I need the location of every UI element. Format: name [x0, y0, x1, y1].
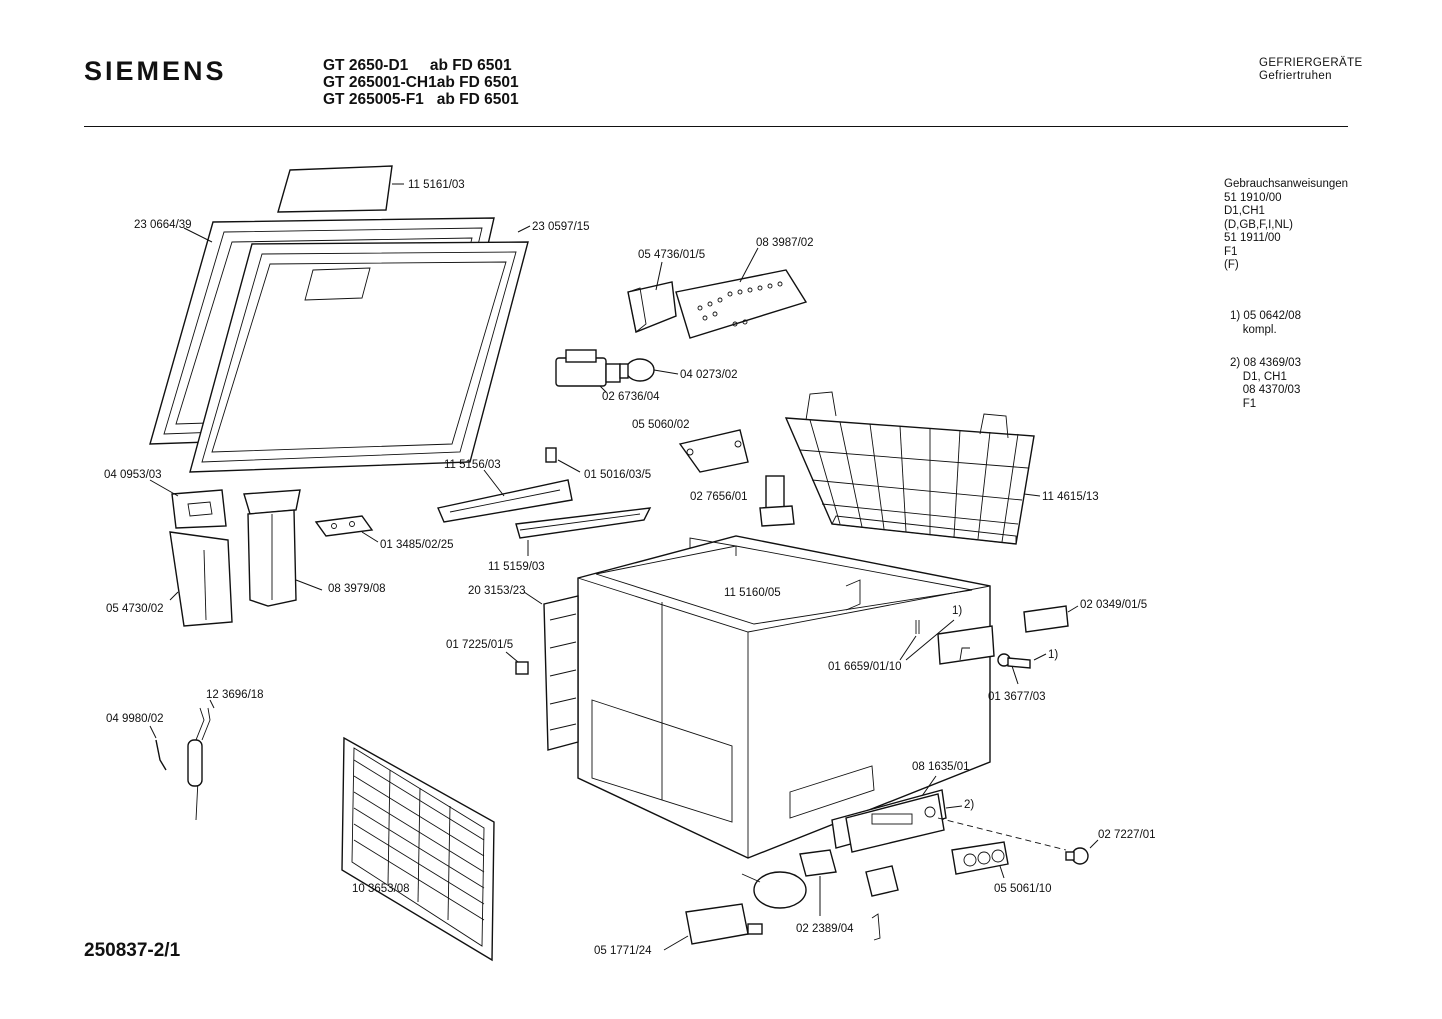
wire-basket [784, 391, 1035, 545]
note-line: 51 1911/00 [1224, 232, 1281, 244]
callout-2: 2) [964, 799, 974, 811]
lamp-bulb [619, 358, 655, 382]
model-line: GT 265001-CH1ab FD 6501 [323, 74, 519, 91]
note-line: 1) 05 0642/08 [1230, 310, 1301, 322]
rubber-sleeve [155, 739, 167, 771]
lid-handle [515, 507, 652, 539]
part-label: 23 0664/39 [134, 219, 192, 231]
small-clip [545, 447, 557, 463]
note-line: kompl. [1230, 323, 1277, 336]
note-line: 08 4370/03 [1230, 384, 1301, 396]
part-label: 11 5160/05 [724, 587, 781, 599]
lock-plate [937, 625, 995, 665]
drain-clip [515, 661, 529, 675]
cable-connector [799, 849, 899, 941]
part-label: 05 5060/02 [632, 419, 690, 431]
control-panel-board [675, 269, 808, 339]
part-label: 10 3653/08 [352, 883, 410, 895]
part-label: 01 3485/02/25 [380, 539, 454, 551]
thermostat-knob [1065, 847, 1089, 865]
part-label: 02 7227/01 [1098, 829, 1156, 841]
part-label: 20 3153/23 [468, 585, 526, 597]
part-label: 05 1771/24 [594, 945, 652, 957]
part-label: 11 5161/03 [408, 179, 465, 191]
freezer-cabinet [577, 535, 991, 859]
note-line: 51 1910/00 [1224, 191, 1282, 204]
hinge-cover-lower [169, 531, 233, 627]
hinge-assembly [243, 489, 301, 607]
part-label: 04 0953/03 [104, 469, 162, 481]
part-label: 05 5061/10 [994, 883, 1052, 895]
model-line: GT 265005-F1 ab FD 6501 [323, 91, 519, 108]
part-label: 01 7225/01/5 [446, 639, 513, 651]
part-label: 05 4736/01/5 [638, 249, 705, 261]
manuals-note: Gebrauchsanweisungen 51 1910/00 D1,CH1 (… [1224, 178, 1348, 273]
note-line: D1,CH1 [1224, 205, 1265, 217]
lamp-socket [555, 349, 621, 387]
lid-glass-plate [277, 165, 393, 213]
note-line: (F) [1224, 259, 1239, 271]
note-line: D1, CH1 [1230, 370, 1287, 383]
note-line: F1 [1230, 397, 1257, 410]
note-line: F1 [1224, 245, 1238, 258]
part-label: 08 3987/02 [756, 237, 814, 249]
note-line: 2) 08 4369/03 [1230, 357, 1301, 369]
part-label: 02 7656/01 [690, 491, 748, 503]
part-label: 02 6736/04 [602, 391, 660, 403]
control-frame [831, 789, 947, 853]
temperature-sensor [187, 707, 211, 821]
lamp-cover [627, 281, 677, 333]
part-label: 23 0597/15 [532, 221, 590, 233]
model-line: GT 2650-D1 ab FD 6501 [323, 57, 512, 74]
part-label: 11 5156/03 [444, 459, 501, 471]
part-label: 05 4730/02 [106, 603, 164, 615]
footnote-2: 2) 08 4369/03 D1, CH1 08 4370/03 F1 [1230, 357, 1301, 411]
condenser-panel [543, 595, 579, 751]
hinge-plate [314, 515, 374, 537]
part-label: 12 3696/18 [206, 689, 264, 701]
lid-inner-frame [189, 241, 529, 473]
part-label: 01 6659/01/10 [828, 661, 902, 673]
part-label: 08 3979/08 [328, 583, 386, 595]
part-label: 02 2389/04 [796, 923, 854, 935]
lock-pin [915, 620, 920, 634]
note-line: Gebrauchsanweisungen [1224, 178, 1349, 190]
category-block: GEFRIERGERÄTE Gefriertruhen [1259, 57, 1363, 83]
model-list: GT 2650-D1 ab FD 6501 GT 265001-CH1ab FD… [323, 57, 519, 108]
note-line: (D,GB,F,I,NL) [1224, 218, 1294, 231]
part-label: 01 3677/03 [988, 691, 1046, 703]
part-label: 01 5016/03/5 [584, 469, 651, 481]
footnote-1: 1) 05 0642/08 kompl. [1230, 310, 1301, 337]
part-label: 04 9980/02 [106, 713, 164, 725]
part-label: 11 4615/13 [1042, 491, 1099, 503]
category-subtitle: Gefriertruhen [1259, 70, 1332, 82]
ventilation-grille [341, 736, 495, 962]
callout-1: 1) [952, 605, 962, 617]
thermostat [685, 871, 807, 945]
mounting-bracket [678, 429, 749, 473]
brand-logo: SIEMENS [84, 56, 227, 86]
hinge-rail [437, 479, 573, 523]
name-badge [1023, 605, 1069, 633]
part-label: 04 0273/02 [680, 369, 738, 381]
category-title: GEFRIERGERÄTE [1259, 57, 1363, 69]
lock-bracket [759, 475, 795, 527]
callout-1: 1) [1048, 649, 1058, 661]
lock-key [997, 653, 1031, 669]
header-divider [84, 126, 1348, 127]
part-label: 08 1635/01 [912, 761, 970, 773]
hinge-cover-top [171, 489, 227, 529]
part-label: 11 5159/03 [488, 561, 545, 573]
document-number: 250837-2/1 [84, 940, 181, 961]
part-label: 02 0349/01/5 [1080, 599, 1147, 611]
indicator-lamp-block [951, 841, 1009, 875]
